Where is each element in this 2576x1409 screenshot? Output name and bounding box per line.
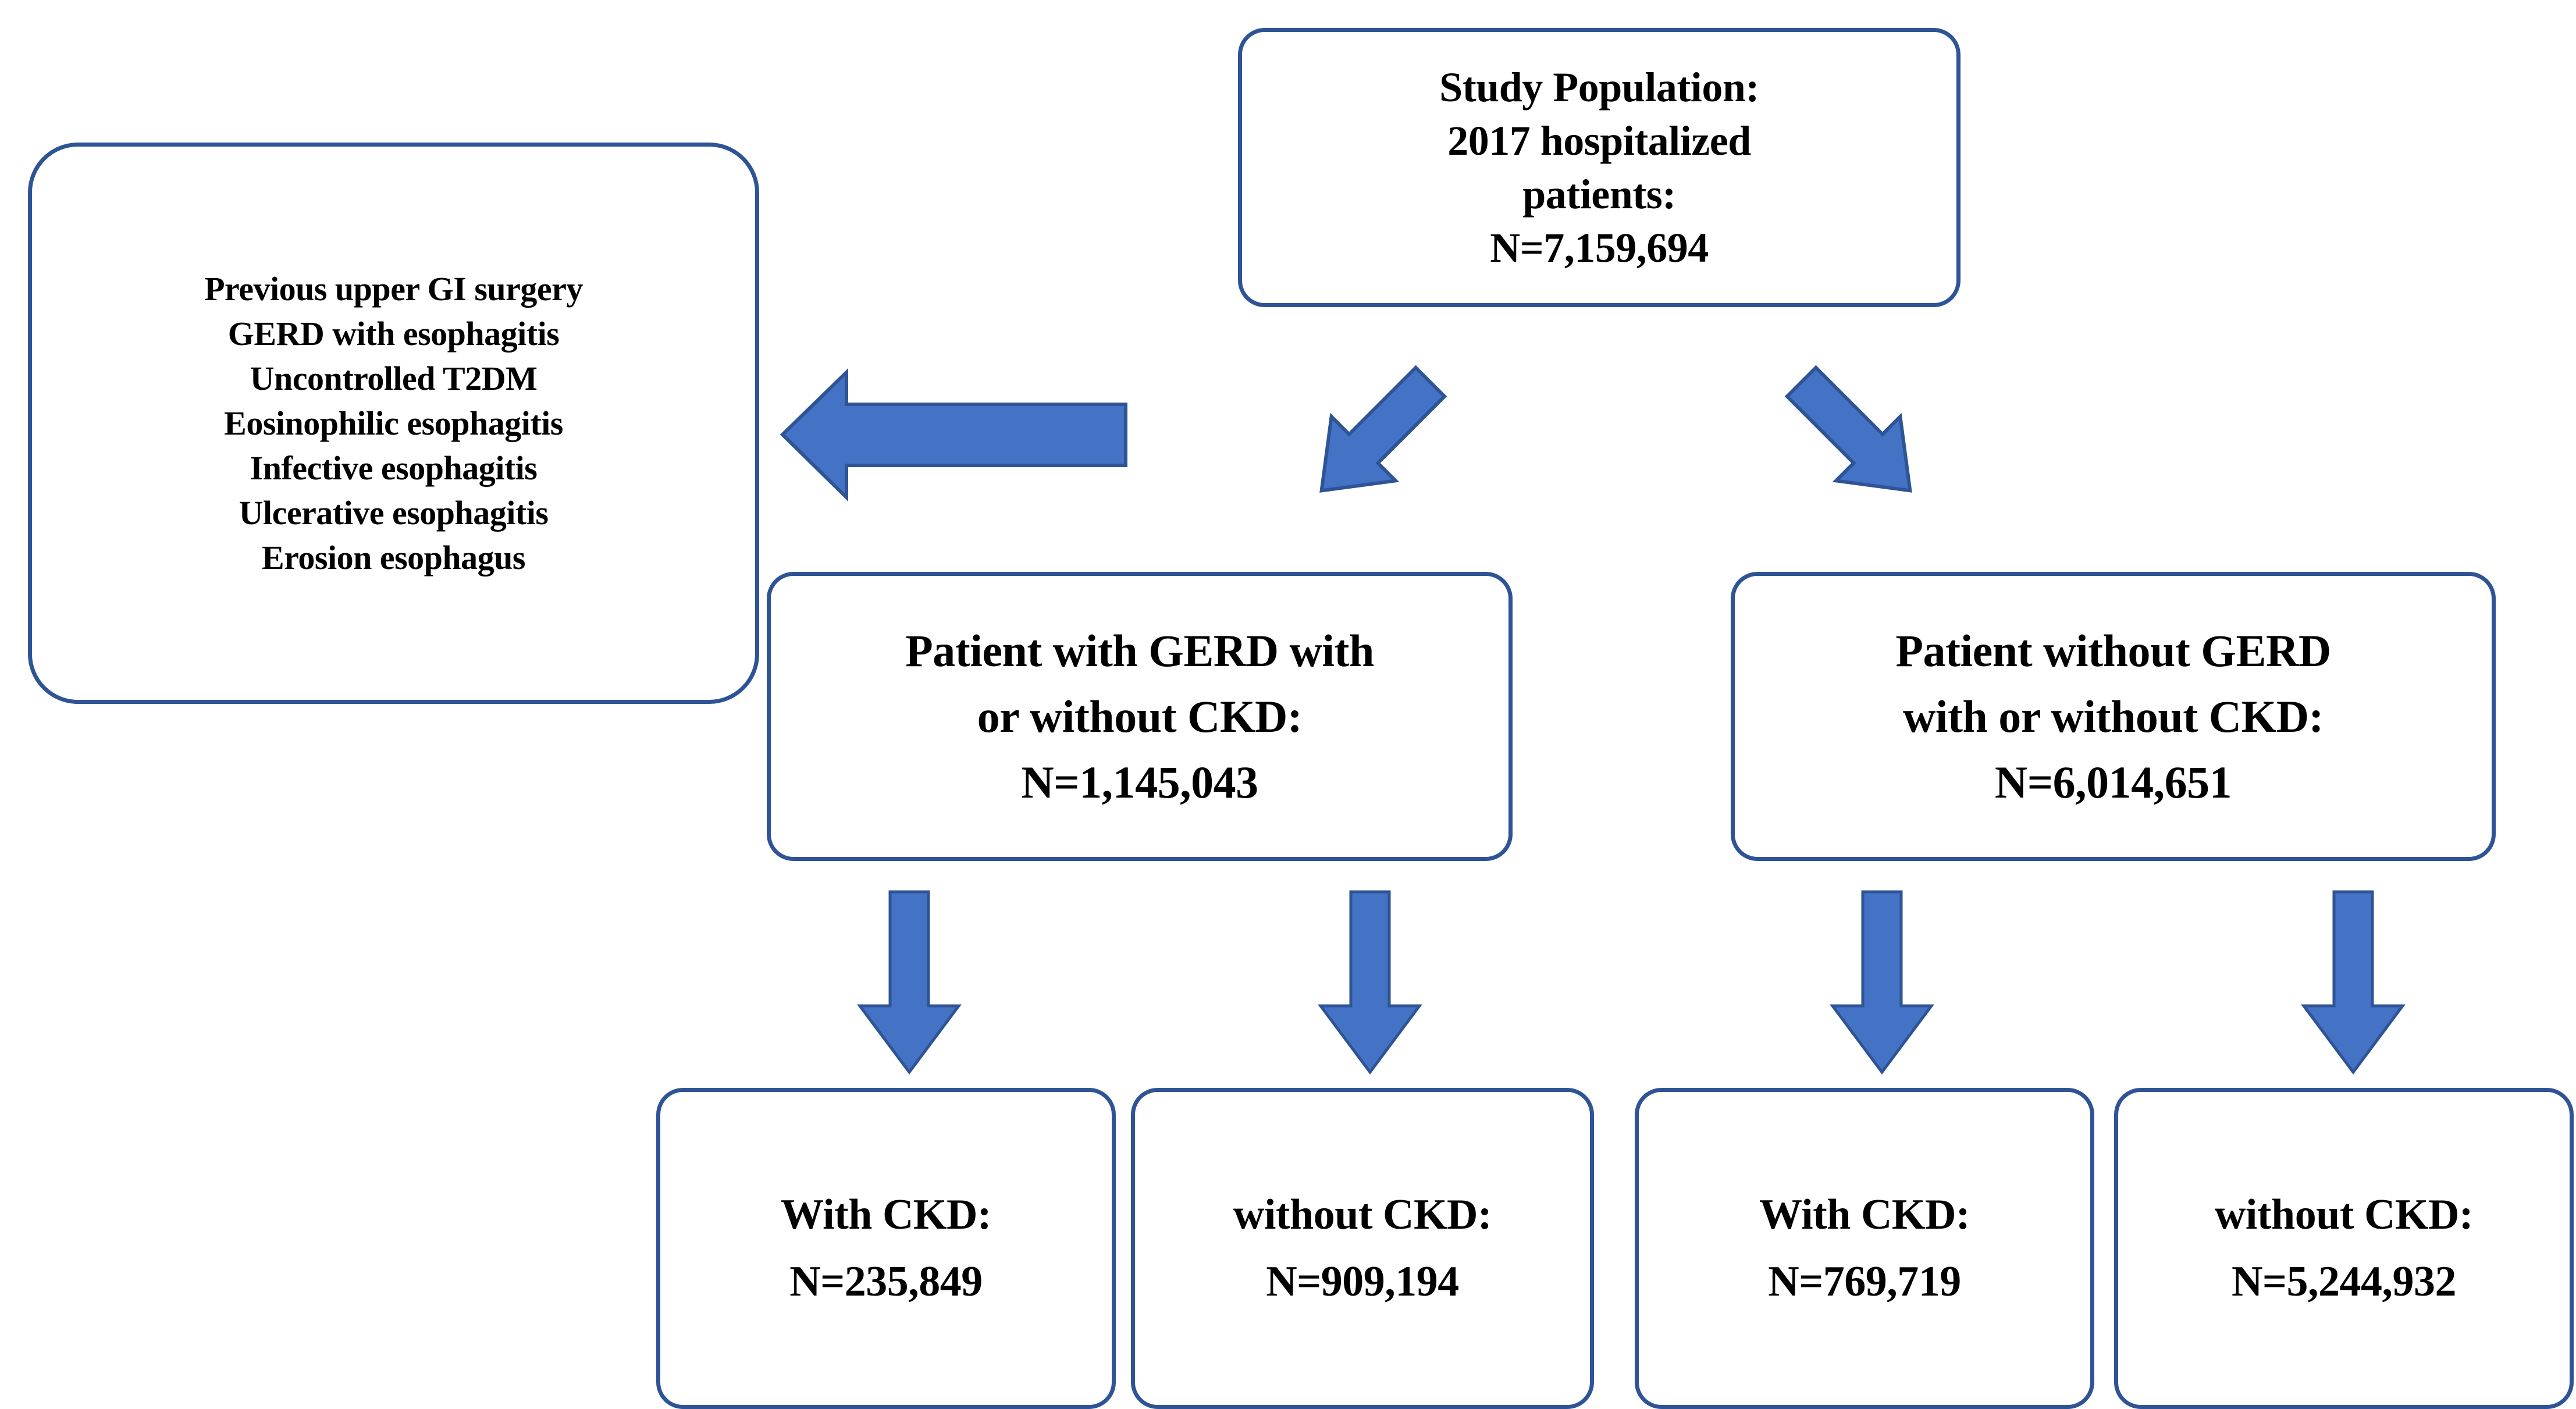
study-population-line-4: N=7,159,694 bbox=[1490, 225, 1709, 272]
exclusion-line-4: Eosinophilic esophagitis bbox=[224, 404, 563, 442]
gerd-without-ckd-line-1: without CKD: bbox=[1233, 1191, 1492, 1239]
nogerd-without-ckd-line-2: N=5,244,932 bbox=[2231, 1258, 2457, 1305]
study-population-line-1: Study Population: bbox=[1439, 63, 1759, 111]
exclusion-line-2: GERD with esophagitis bbox=[227, 314, 560, 353]
node-nogerd-with-ckd: With CKD: N=769,719 bbox=[1635, 1088, 2094, 1409]
exclusion-line-3: Uncontrolled T2DM bbox=[250, 359, 538, 397]
node-exclusion-criteria: Previous upper GI surgery GERD with esop… bbox=[28, 143, 759, 704]
exclusion-line-1: Previous upper GI surgery bbox=[204, 269, 583, 308]
arrow-nogerd-without-ckd-icon bbox=[2301, 890, 2406, 1075]
exclusion-line-7: Erosion esophagus bbox=[262, 539, 525, 577]
gerd-without-ckd-line-2: N=909,194 bbox=[1266, 1258, 1459, 1305]
nogerd-with-ckd-line-1: With CKD: bbox=[1759, 1191, 1970, 1239]
arrow-gerd-without-ckd-icon bbox=[1318, 890, 1422, 1075]
with-gerd-line-3: N=1,145,043 bbox=[1021, 757, 1258, 808]
arrow-to-with-gerd-icon bbox=[1319, 365, 1447, 493]
gerd-with-ckd-line-2: N=235,849 bbox=[789, 1258, 983, 1305]
study-population-line-2: 2017 hospitalized bbox=[1447, 117, 1751, 164]
with-gerd-line-1: Patient with GERD with bbox=[905, 625, 1374, 676]
without-gerd-line-3: N=6,014,651 bbox=[1994, 757, 2232, 808]
without-gerd-line-2: with or without CKD: bbox=[1902, 691, 2324, 742]
node-nogerd-without-ckd: without CKD: N=5,244,932 bbox=[2114, 1088, 2574, 1409]
node-gerd-without-ckd: without CKD: N=909,194 bbox=[1131, 1088, 1594, 1409]
nogerd-without-ckd-line-1: without CKD: bbox=[2214, 1191, 2474, 1239]
gerd-with-ckd-line-1: With CKD: bbox=[780, 1191, 992, 1239]
nogerd-with-ckd-line-2: N=769,719 bbox=[1768, 1258, 1961, 1305]
exclusion-line-5: Infective esophagitis bbox=[250, 449, 538, 488]
node-study-population: Study Population: 2017 hospitalized pati… bbox=[1238, 28, 1961, 307]
study-population-line-3: patients: bbox=[1522, 171, 1676, 218]
arrow-to-without-gerd-icon bbox=[1784, 365, 1912, 493]
with-gerd-line-2: or without CKD: bbox=[977, 691, 1303, 742]
exclusion-line-6: Ulcerative esophagitis bbox=[239, 494, 549, 532]
without-gerd-line-1: Patient without GERD bbox=[1895, 625, 2331, 676]
node-patient-with-gerd: Patient with GERD with or without CKD: N… bbox=[767, 572, 1513, 861]
arrow-exclusion-left-icon bbox=[780, 368, 1127, 502]
node-gerd-with-ckd: With CKD: N=235,849 bbox=[656, 1088, 1116, 1409]
arrow-nogerd-with-ckd-icon bbox=[1830, 890, 1934, 1075]
node-patient-without-gerd: Patient without GERD with or without CKD… bbox=[1731, 572, 2496, 861]
arrow-gerd-with-ckd-icon bbox=[857, 890, 962, 1075]
